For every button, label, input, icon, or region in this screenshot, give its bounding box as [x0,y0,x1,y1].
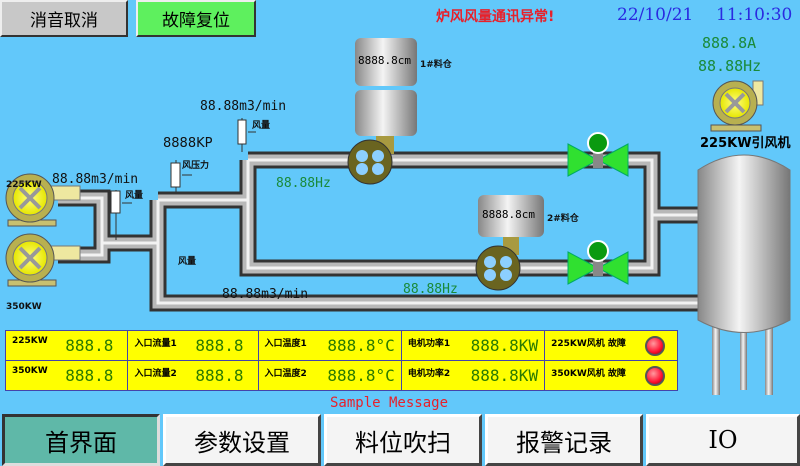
flow-left-tag: 风量 [125,191,144,201]
status-table: 225KW 888.8 入口流量1 888.8 入口温度1 888.8°C 电机功率1… [4,330,678,391]
sample-message: Sample Message [330,395,449,411]
temp-value: 888.8°C [327,366,395,385]
flow-value: 888.8 [195,336,244,355]
alarm-message: 炉风风量通讯异常! [436,9,555,25]
power-label: 电机功率1 [407,339,451,349]
flow-bottom-value: 88.88m3/min [222,287,309,302]
fan-350kw-label: 350KW [6,302,42,312]
power-label: 电机功率2 [407,369,451,379]
power-value: 888.8KW [470,366,539,385]
temp-label: 入口温度1 [264,339,307,349]
id-fan-current: 888.8A [702,34,757,52]
id-fan-frequency: 88.88Hz [698,57,762,75]
fan-350kw-icon [5,233,81,287]
hopper-2-level: 8888.8cm [482,208,535,221]
hopper-1-level: 8888.8cm [358,54,411,67]
fan-225kw-label: 225KW [6,180,42,190]
nav-level-purge[interactable]: 料位吹扫 [324,414,482,466]
flow-top-value: 88.88m3/min [200,99,287,114]
fault-label: 350KW风机 故障 [551,368,626,379]
tank [697,154,791,395]
flow-value: 888.8 [195,366,244,385]
hopper-2-name: 2#料仓 [547,214,579,224]
hopper-1-name: 1#料仓 [420,60,452,70]
fault-lamp-icon [645,335,665,356]
fan-label: 225KW [12,336,48,346]
fault-lamp-icon [645,365,665,386]
fault-label: 225KW风机 故障 [551,338,626,349]
flow-mid-tag: 风量 [178,257,197,267]
pressure-value: 8888KP [163,136,213,151]
nav-parameters[interactable]: 参数设置 [163,414,321,466]
nav-alarm-log[interactable]: 报警记录 [485,414,643,466]
mute-cancel-button[interactable]: 消音取消 [0,0,128,37]
power-value: 888.8KW [470,336,539,355]
id-fan-name: 225KW引风机 [700,136,791,151]
valve-1-icon [567,132,629,177]
sensors [110,118,256,240]
fan-label: 350KW [12,366,48,376]
nav-io[interactable]: IO [646,414,800,466]
fault-reset-button[interactable]: 故障复位 [136,0,256,37]
feeder-2-frequency: 88.88Hz [403,282,458,297]
flow-top-tag: 风量 [252,121,271,131]
rotary-feeder-1-icon [347,139,393,185]
flow-label: 入口流量2 [134,369,177,379]
fan-value: 888.8 [65,366,114,385]
temp-label: 入口温度2 [264,369,307,379]
valve-2-icon [567,240,629,285]
date: 22/10/21 [617,5,694,25]
nav-home[interactable]: 首界面 [2,414,160,466]
hopper-1-icon [355,38,417,154]
process-diagram [5,38,791,395]
table-row: 350KW 888.8 入口流量2 888.8 入口温度2 888.8°C 电机功率2… [4,360,678,391]
fan-225kw-icon [5,173,81,227]
flow-left-value: 88.88m3/min [52,172,139,187]
hopper-2-icon [478,195,544,255]
flow-label: 入口流量1 [134,339,177,349]
pressure-tag: 风压力 [182,161,210,171]
rotary-feeder-2-icon [475,245,521,291]
feeder-1-frequency: 88.88Hz [276,176,331,191]
pipes [58,151,700,312]
fan-value: 888.8 [65,336,114,355]
table-row: 225KW 888.8 入口流量1 888.8 入口温度1 888.8°C 电机功率1… [4,330,678,361]
temp-value: 888.8°C [327,336,395,355]
id-fan-icon [710,80,764,132]
time: 11:10:30 [716,5,793,25]
